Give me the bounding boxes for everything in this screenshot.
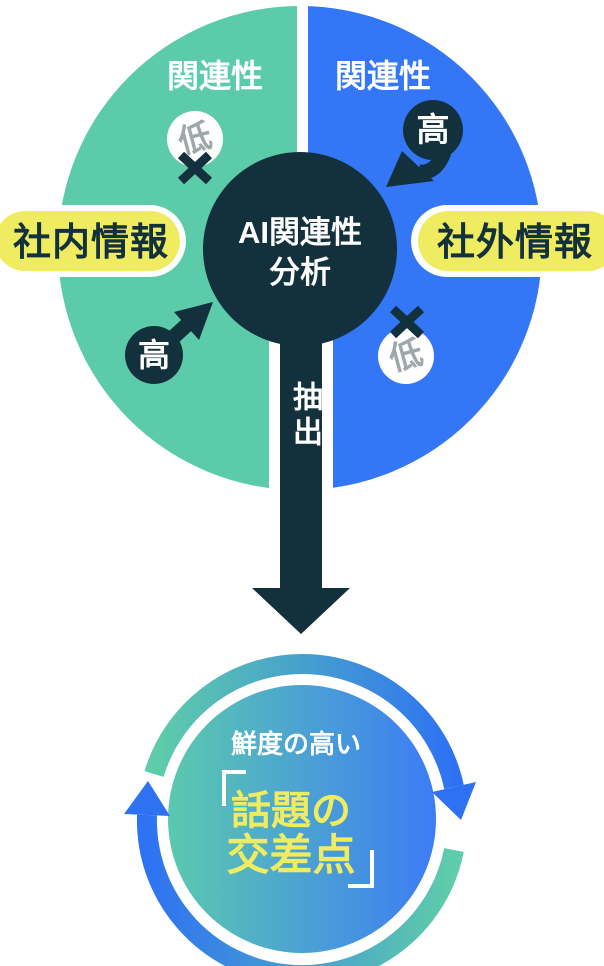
high-badge-right: 高 — [416, 111, 450, 149]
topic-line1: 話題の — [231, 789, 351, 833]
curved-arrowhead-icon-right — [386, 151, 434, 187]
top-split-gap — [297, 0, 308, 255]
cross-icon-right — [389, 305, 425, 339]
up-arrow-shaft-left — [160, 316, 196, 350]
low-badge-circle-right — [378, 328, 434, 384]
extract-label: 抽出 — [288, 381, 321, 451]
extract-arrowhead-icon — [252, 588, 350, 634]
cycle-arc-bottom — [136, 814, 464, 966]
ai-analysis-line1: AI関連性 — [238, 215, 362, 250]
extract-arrow-stem — [280, 340, 322, 590]
open-quote-bracket — [222, 770, 246, 806]
relevance-label-left: 関連性 — [166, 58, 263, 94]
relevance-label-right: 関連性 — [334, 58, 431, 94]
external-info-label: 社外情報 — [436, 222, 593, 264]
cycle-arrowhead-icon-left — [124, 781, 170, 816]
low-badge-circle-left — [167, 111, 223, 167]
topic-line2: 交差点 — [226, 832, 356, 880]
high-badge-left: 高 — [137, 336, 170, 373]
ai-analysis-circle — [203, 152, 397, 346]
cycle-arrowhead-icon-right — [432, 782, 476, 820]
external-info-pill — [418, 211, 604, 271]
up-arrowhead-icon-left — [174, 302, 213, 340]
freshness-label: 鮮度の高い — [230, 729, 361, 759]
internal-info-label: 社内情報 — [12, 222, 169, 264]
cross-icon-left — [177, 151, 213, 185]
internal-info-pill — [0, 211, 180, 271]
high-badge-circle-right — [403, 100, 463, 160]
close-quote-bracket — [348, 850, 374, 888]
ai-analysis-line2: 分析 — [269, 255, 331, 290]
cycle-arc-top — [144, 654, 464, 790]
